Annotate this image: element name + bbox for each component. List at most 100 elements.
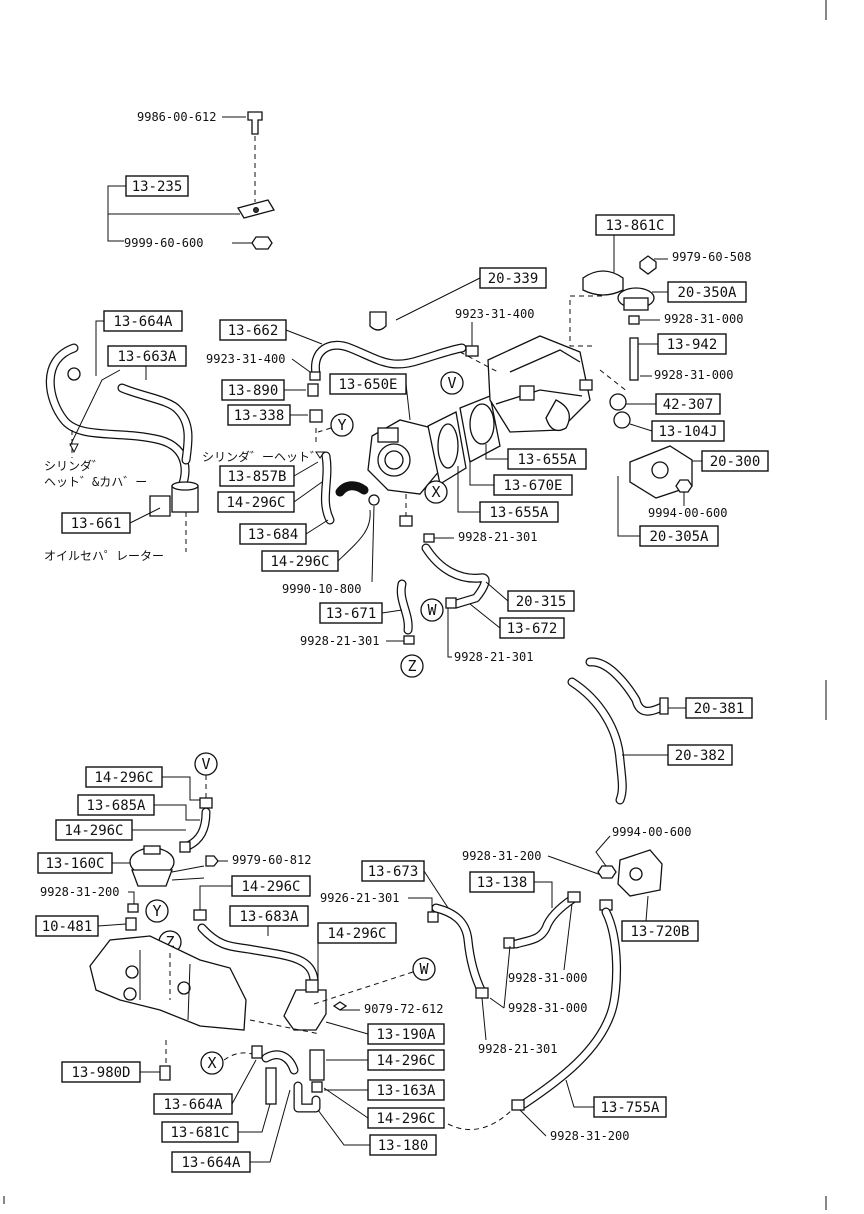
- box-13-670E[interactable]: 13-670E: [493, 474, 573, 496]
- box-14-296C-a[interactable]: 14-296C: [217, 491, 295, 513]
- box-14-296C-e[interactable]: 14-296C: [231, 875, 311, 897]
- jp-cylinder-head: シリンダ゛ーヘット゛: [202, 449, 322, 464]
- bottom-left-group: V 14-296C 13-685A 14-296C 13-160C: [35, 752, 445, 1173]
- label-9928-31-000-c: 9928-31-000: [508, 971, 587, 985]
- box-13-890[interactable]: 13-890: [221, 379, 285, 401]
- box-20-315[interactable]: 20-315: [507, 590, 575, 612]
- box-13-661[interactable]: 13-661: [61, 512, 131, 534]
- marker-W2: W: [412, 957, 436, 981]
- label-9928-21-301-a: 9928-21-301: [458, 530, 537, 544]
- box-20-339[interactable]: 20-339: [479, 267, 547, 289]
- label-9923-31-400-b: 9923-31-400: [455, 307, 534, 321]
- box-13-662[interactable]: 13-662: [219, 319, 287, 341]
- box-20-381[interactable]: 20-381: [685, 697, 753, 719]
- svg-text:14-296C: 14-296C: [327, 926, 386, 942]
- label-9928-21-301-c: 9928-21-301: [454, 650, 533, 664]
- box-13-338[interactable]: 13-338: [227, 404, 291, 426]
- box-13-720B[interactable]: 13-720B: [621, 920, 699, 942]
- svg-text:13-163A: 13-163A: [376, 1083, 436, 1099]
- box-20-382[interactable]: 20-382: [667, 744, 733, 766]
- bolt-icon-2: [639, 255, 657, 275]
- right-cluster: 13-861C 9979-60-508 20-350A 9928-31-000 …: [569, 214, 769, 547]
- svg-text:13-663A: 13-663A: [117, 349, 177, 365]
- box-13-235[interactable]: 13-235: [125, 175, 189, 197]
- svg-text:13-684: 13-684: [248, 527, 299, 543]
- svg-text:13-861C: 13-861C: [605, 218, 664, 234]
- box-14-296C-b[interactable]: 14-296C: [261, 550, 339, 572]
- svg-text:13-655A: 13-655A: [517, 452, 577, 468]
- 13-104J-part-icon: [613, 411, 631, 429]
- box-13-857B[interactable]: 13-857B: [219, 465, 295, 487]
- svg-text:13-664A: 13-664A: [181, 1155, 241, 1171]
- nut-icon: [251, 236, 273, 250]
- box-13-163A[interactable]: 13-163A: [367, 1079, 445, 1101]
- svg-text:13-664A: 13-664A: [113, 314, 173, 330]
- box-13-160C[interactable]: 13-160C: [37, 852, 113, 874]
- svg-text:20-305A: 20-305A: [649, 529, 709, 545]
- svg-text:14-296C: 14-296C: [270, 554, 329, 570]
- box-13-683A[interactable]: 13-683A: [229, 905, 309, 927]
- box-13-755A[interactable]: 13-755A: [593, 1096, 667, 1118]
- label-9994-00-600-b: 9994-00-600: [612, 825, 691, 839]
- box-14-296C-c[interactable]: 14-296C: [85, 766, 163, 788]
- left-hoses-group: 13-664A 13-663A シリンダ゛ ヘット゛&カハ゛ー 13-661 オ…: [44, 310, 199, 563]
- box-13-685A[interactable]: 13-685A: [77, 794, 155, 816]
- svg-text:13-338: 13-338: [234, 408, 285, 424]
- box-13-664A-top[interactable]: 13-664A: [103, 310, 183, 332]
- svg-text:13-670E: 13-670E: [503, 478, 562, 494]
- box-13-684[interactable]: 13-684: [239, 523, 307, 545]
- label-9926-21-301: 9926-21-301: [320, 891, 399, 905]
- bottom-right-group: 13-673 9926-21-301 W 9928-21-301 9928-31…: [313, 825, 699, 1143]
- svg-text:V: V: [447, 374, 456, 392]
- hose-13-681C-icon: [265, 1067, 277, 1105]
- box-13-663A[interactable]: 13-663A: [107, 345, 187, 367]
- svg-text:Z: Z: [407, 657, 416, 675]
- svg-text:13-160C: 13-160C: [45, 856, 104, 872]
- box-13-655A-a[interactable]: 13-655A: [507, 448, 587, 470]
- svg-text:10-481: 10-481: [42, 919, 93, 935]
- intake-manifold-icon: [89, 935, 247, 1031]
- air-filter-icon: [309, 1049, 325, 1081]
- box-13-673[interactable]: 13-673: [361, 860, 425, 882]
- box-13-664A-c[interactable]: 13-664A: [171, 1151, 251, 1173]
- label-9079-72-612: 9079-72-612: [364, 1002, 443, 1016]
- svg-text:13-857B: 13-857B: [227, 469, 286, 485]
- box-13-681C[interactable]: 13-681C: [161, 1121, 239, 1143]
- gasket-icon: [437, 423, 459, 469]
- box-13-180[interactable]: 13-180: [369, 1134, 437, 1156]
- box-13-980D[interactable]: 13-980D: [61, 1061, 141, 1083]
- label-9994-00-600-a: 9994-00-600: [648, 506, 727, 520]
- svg-text:13-655A: 13-655A: [489, 505, 549, 521]
- box-13-190A[interactable]: 13-190A: [367, 1023, 445, 1045]
- box-42-307[interactable]: 42-307: [655, 393, 721, 415]
- box-14-296C-d[interactable]: 14-296C: [55, 819, 133, 841]
- box-13-650E[interactable]: 13-650E: [329, 373, 407, 395]
- box-14-296C-h[interactable]: 14-296C: [367, 1107, 445, 1129]
- box-13-138[interactable]: 13-138: [469, 871, 535, 893]
- marker-Z1: Z: [400, 654, 424, 678]
- box-14-296C-f[interactable]: 14-296C: [317, 922, 397, 944]
- label-9928-31-200-c: 9928-31-200: [550, 1129, 629, 1143]
- 42-307-part-icon: [609, 393, 627, 411]
- box-13-672[interactable]: 13-672: [499, 617, 565, 639]
- svg-text:42-307: 42-307: [663, 397, 714, 413]
- box-13-664A-b[interactable]: 13-664A: [153, 1093, 233, 1115]
- box-20-305A[interactable]: 20-305A: [639, 525, 719, 547]
- label-9928-21-301-b: 9928-21-301: [300, 634, 379, 648]
- label-9999-60-600: 9999-60-600: [124, 236, 203, 250]
- box-13-861C[interactable]: 13-861C: [595, 214, 675, 236]
- label-9928-31-000-d: 9928-31-000: [508, 1001, 587, 1015]
- solenoid-bracket-icon: [582, 270, 624, 296]
- box-13-655A-b[interactable]: 13-655A: [479, 501, 559, 523]
- box-14-296C-g[interactable]: 14-296C: [367, 1049, 445, 1071]
- box-13-671[interactable]: 13-671: [319, 602, 383, 624]
- box-13-104J[interactable]: 13-104J: [651, 420, 725, 442]
- svg-text:X: X: [207, 1054, 216, 1072]
- svg-text:W: W: [427, 601, 437, 619]
- box-13-942[interactable]: 13-942: [657, 333, 727, 355]
- box-20-300[interactable]: 20-300: [701, 450, 769, 472]
- box-10-481[interactable]: 10-481: [35, 915, 99, 937]
- jp-head-cover: ヘット゛&カハ゛ー: [44, 475, 147, 489]
- box-20-350A[interactable]: 20-350A: [667, 281, 747, 303]
- svg-text:14-296C: 14-296C: [241, 879, 300, 895]
